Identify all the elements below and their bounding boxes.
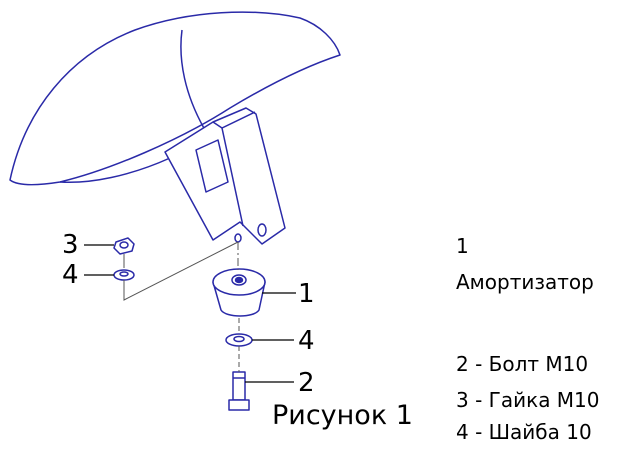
- seat-shell: [9, 11, 341, 186]
- mounting-bracket: [164, 107, 286, 245]
- shock-absorber: [212, 268, 266, 317]
- washer-top: [113, 269, 135, 281]
- washer-bottom: [225, 333, 253, 347]
- legend-item-1-number: 1: [456, 234, 469, 258]
- figure-caption: Рисунок 1: [272, 400, 413, 431]
- legend-item-3: 3 - Гайка М10: [456, 388, 600, 412]
- callout-absorber: 1: [298, 279, 315, 309]
- assembly-lines: [123, 241, 240, 372]
- callout-bolt: 2: [298, 368, 315, 398]
- bolt: [228, 371, 250, 411]
- callout-nut: 3: [62, 230, 79, 260]
- legend-item-2: 2 - Болт М10: [456, 352, 589, 376]
- callout-washer-left: 4: [62, 260, 79, 290]
- hex-nut: [113, 237, 135, 255]
- leader-lines: [84, 244, 296, 383]
- legend-item-1-name: Амортизатор: [456, 270, 594, 294]
- legend-item-4: 4 - Шайба 10: [456, 420, 592, 444]
- callout-washer-bottom: 4: [298, 326, 315, 356]
